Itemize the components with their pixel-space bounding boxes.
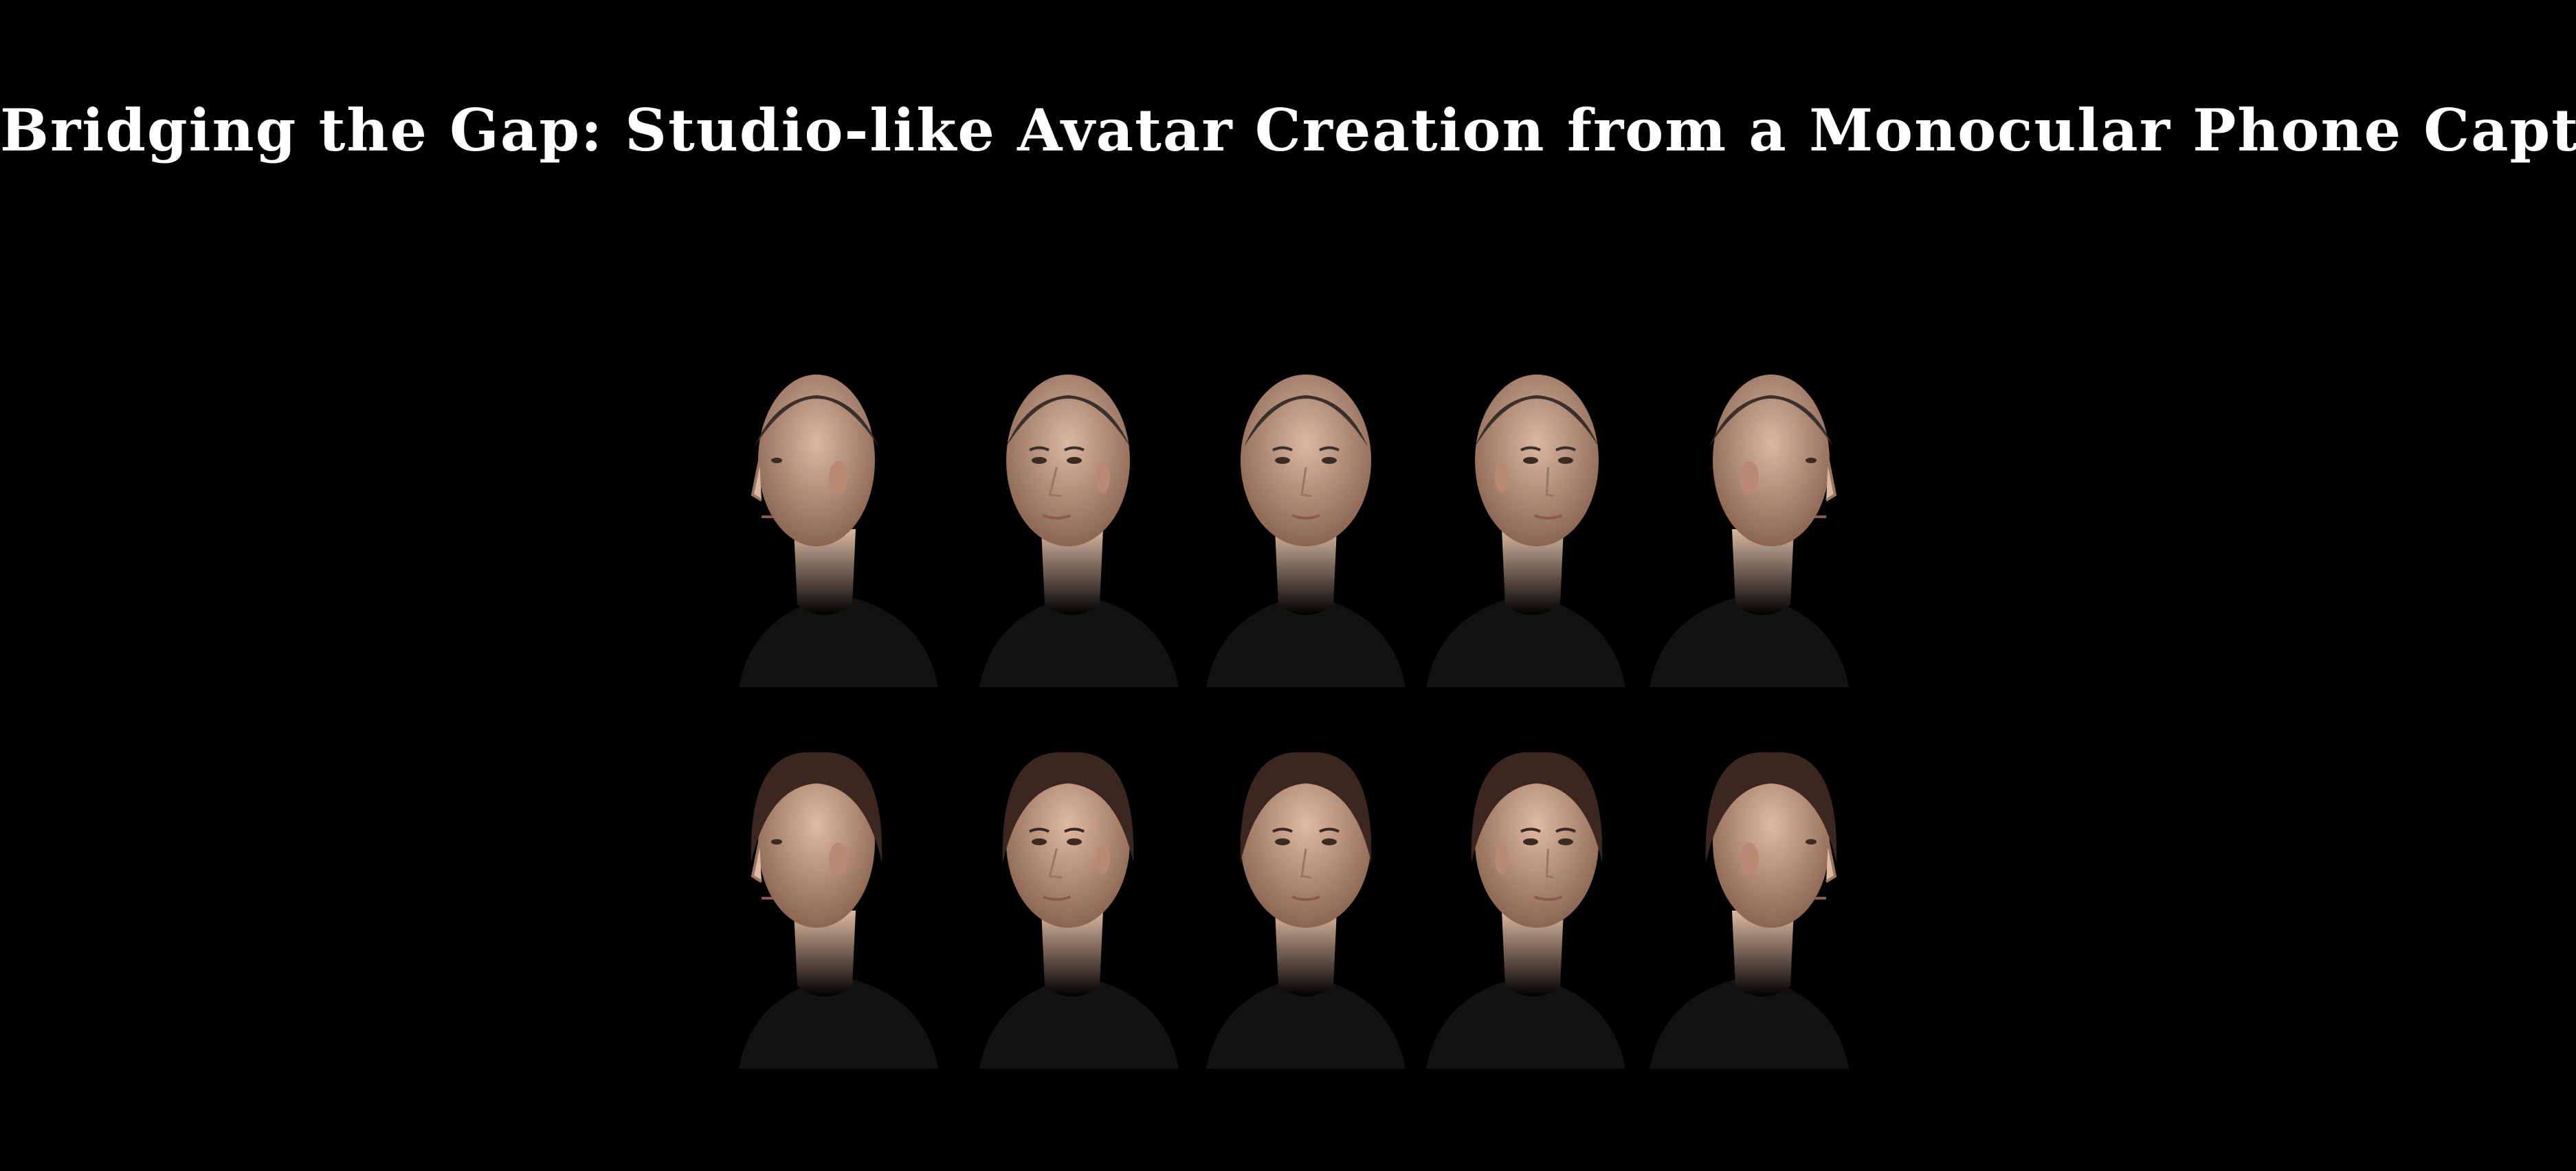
head-render-left-profile <box>739 752 938 1069</box>
head-render-left-profile <box>739 375 938 687</box>
head-render-left-three-quarter <box>979 752 1179 1069</box>
avatar-view-frontal <box>1192 323 1419 687</box>
avatar-row-male <box>725 323 1894 694</box>
avatar-view-left-profile <box>725 323 952 687</box>
avatar-view-left-profile <box>725 704 952 1069</box>
avatar-row-female <box>725 704 1894 1075</box>
head-render-right-three-quarter <box>1426 752 1625 1069</box>
avatar-view-right-profile <box>1636 704 1863 1069</box>
avatar-view-frontal <box>1192 704 1419 1069</box>
avatar-view-right-three-quarter <box>1412 704 1639 1069</box>
avatar-render-grid <box>725 323 1894 1079</box>
avatar-view-right-three-quarter <box>1412 323 1639 687</box>
head-render-right-three-quarter <box>1426 375 1625 687</box>
avatar-view-left-three-quarter <box>966 704 1192 1069</box>
avatar-view-right-profile <box>1636 323 1863 687</box>
avatar-view-left-three-quarter <box>966 323 1192 687</box>
head-render-right-profile <box>1650 375 1849 687</box>
page-title: Bridging the Gap: Studio-like Avatar Cre… <box>0 96 2576 164</box>
head-render-frontal <box>1206 375 1406 687</box>
head-render-right-profile <box>1650 752 1849 1069</box>
head-render-left-three-quarter <box>979 375 1179 687</box>
head-render-frontal <box>1206 752 1406 1069</box>
